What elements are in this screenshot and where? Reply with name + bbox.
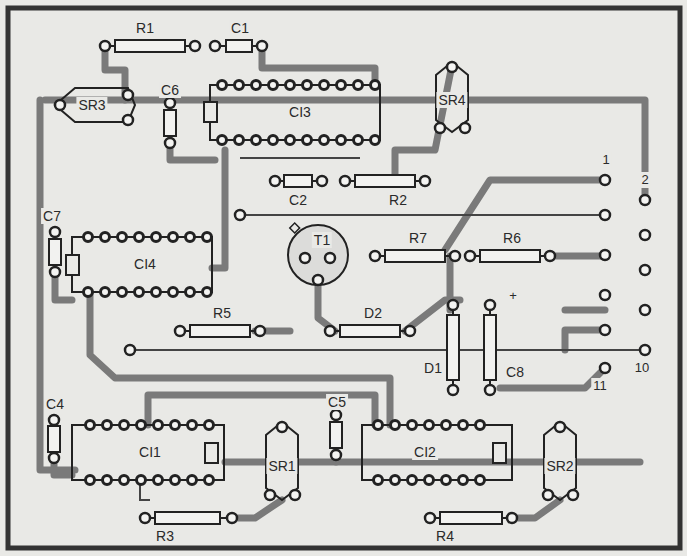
part-label: C5	[326, 394, 348, 410]
part-label: SR1	[266, 458, 297, 474]
part-label: C8	[504, 364, 526, 380]
part-label: D1	[422, 360, 444, 376]
part-label: R7	[407, 230, 429, 246]
part-label: C7	[41, 208, 63, 224]
part-label: R4	[434, 528, 456, 544]
part-label: SR4	[436, 92, 467, 108]
pin-number: 1	[600, 152, 611, 168]
part-label: CI2	[412, 444, 438, 460]
part-label: R5	[211, 305, 233, 321]
pin-number: +	[507, 288, 519, 304]
pin-number: 2	[639, 172, 650, 188]
pin-number: 10	[633, 360, 651, 376]
part-label: R6	[501, 230, 523, 246]
part-label: R1	[134, 20, 156, 36]
part-label: R3	[154, 528, 176, 544]
part-label: T1	[312, 232, 332, 248]
part-label: CI3	[287, 104, 313, 120]
part-label: CI4	[132, 256, 158, 272]
part-label: C4	[44, 396, 66, 412]
part-label: C6	[159, 82, 181, 98]
part-label: C2	[287, 192, 309, 208]
part-label: R2	[387, 192, 409, 208]
part-label: D2	[362, 305, 384, 321]
pin-number: 11	[591, 378, 609, 394]
part-label: CI1	[137, 444, 163, 460]
part-label: SR3	[76, 97, 107, 113]
part-label: C1	[229, 20, 251, 36]
part-label: SR2	[544, 458, 575, 474]
